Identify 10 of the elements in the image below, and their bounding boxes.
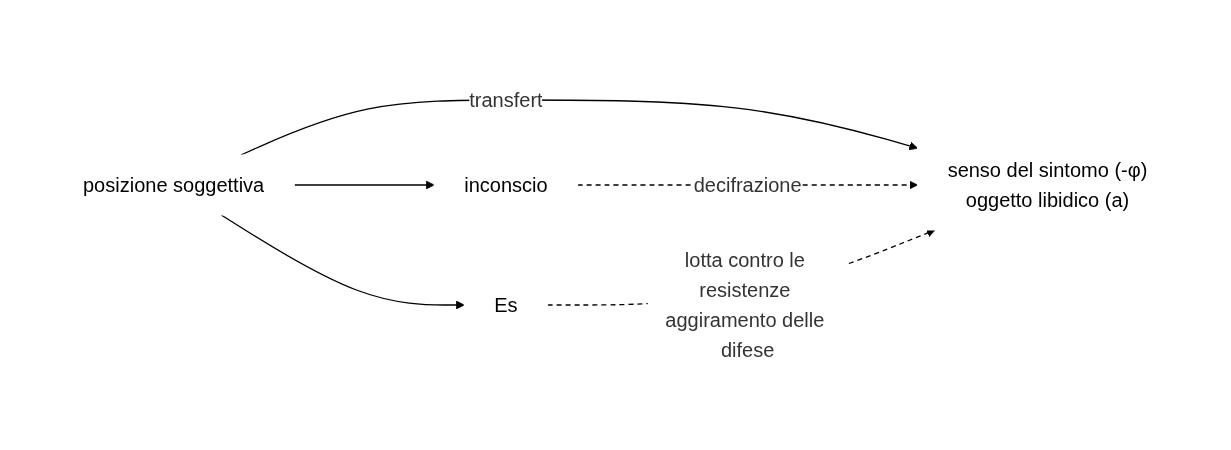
- edge-label: transfert: [469, 89, 543, 111]
- node-text: Es: [494, 294, 518, 316]
- arrow: [220, 214, 465, 310]
- arrow: [240, 99, 919, 156]
- node-text: senso del sintomo (-φ) oggetto libidico (a): [947, 159, 1148, 211]
- node-text: inconscio: [464, 174, 548, 196]
- edge-label: lotta contro le resistenze aggiramento delle difese: [665, 249, 825, 361]
- arrow: [293, 180, 435, 190]
- node-text: posizione soggettiva: [83, 174, 265, 196]
- edge-label: decifrazione: [694, 174, 802, 196]
